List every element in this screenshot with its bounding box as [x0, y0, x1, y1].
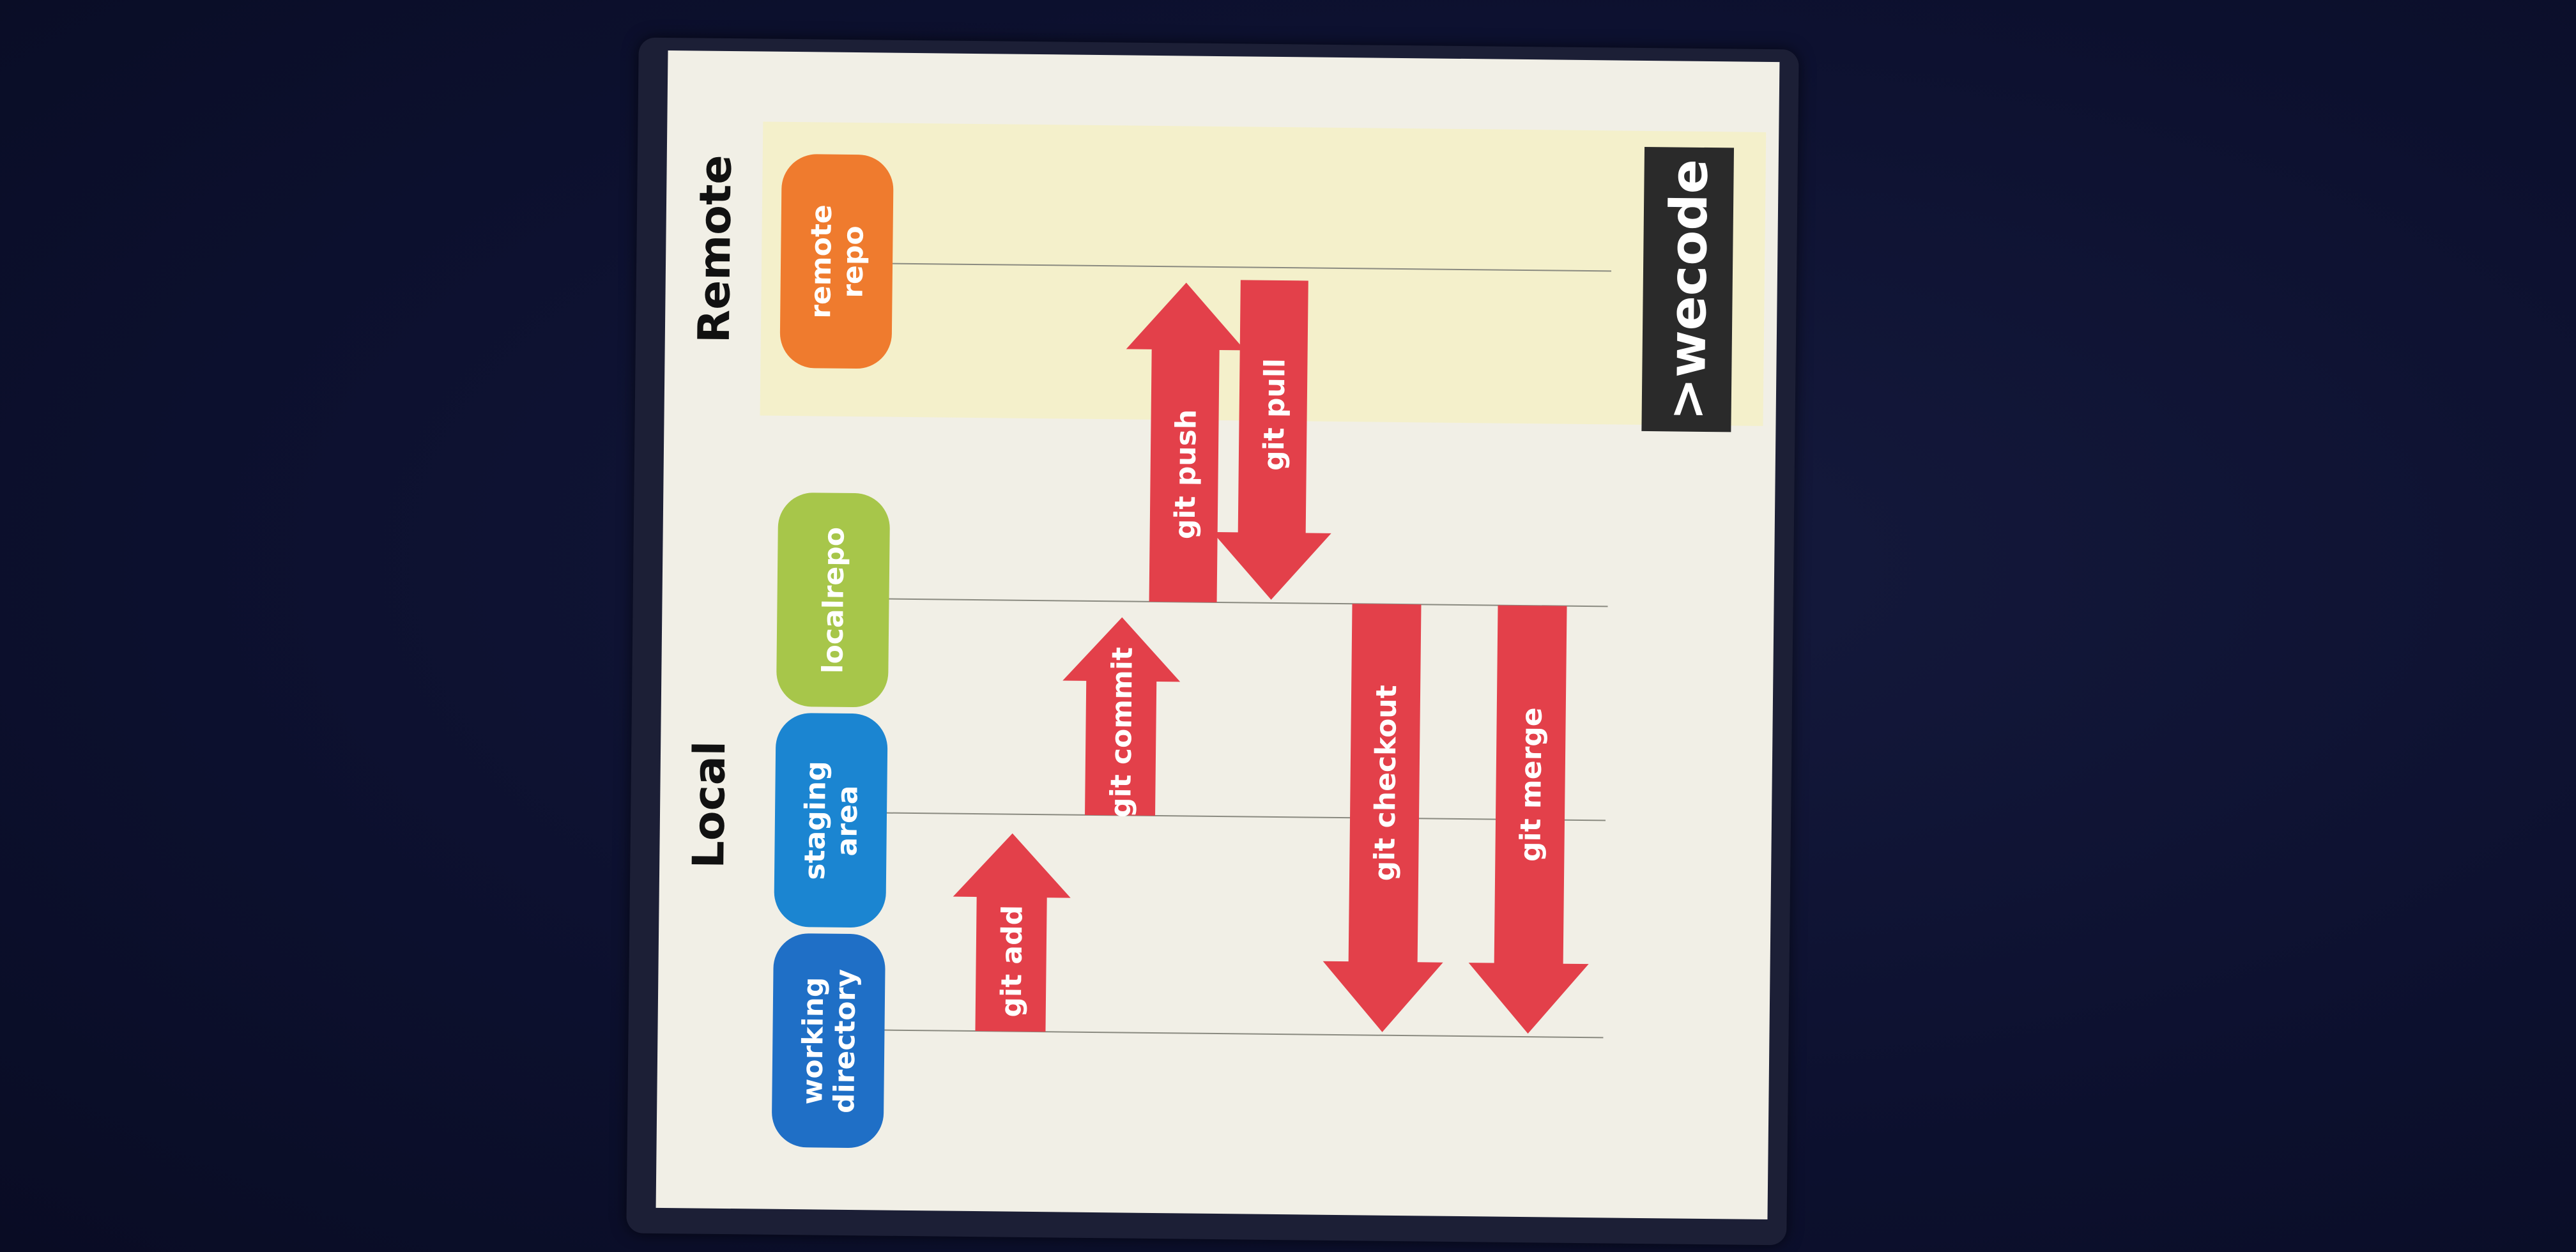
git-workflow-card: Remote Local remote repo localrepo stagi… — [656, 50, 1780, 1220]
git-merge-arrow — [1468, 605, 1589, 1034]
git-pull-label: git pull — [1258, 358, 1292, 471]
git-workflow-diagram: Remote Local remote repo localrepo stagi… — [684, 121, 1767, 1148]
git-checkout-label: git checkout — [1368, 685, 1403, 881]
git-add-arrow — [953, 833, 1071, 1032]
working-directory-label-line1: working — [796, 977, 830, 1104]
wecode-logo-badge — [1641, 146, 1735, 432]
section-label-remote: Remote — [689, 155, 742, 343]
git-push-arrow — [1126, 282, 1245, 602]
git-push-label: git push — [1169, 409, 1203, 540]
localrepo-line — [885, 598, 1608, 607]
localrepo-box — [776, 492, 890, 708]
git-checkout-arrow — [1322, 604, 1443, 1032]
remote-repo-label-line1: remote — [804, 204, 838, 319]
remote-repo-label-line2: repo — [836, 225, 870, 298]
working-directory-box — [772, 933, 885, 1148]
staging-area-label-line2: area — [831, 785, 864, 856]
git-merge-label: git merge — [1514, 707, 1549, 862]
localrepo-label: localrepo — [816, 527, 850, 674]
section-label-local: Local — [684, 740, 735, 868]
wecode-logo-text: >wecode — [1657, 159, 1719, 421]
git-commit-arrow — [1062, 617, 1181, 816]
remote-repo-box — [779, 154, 894, 369]
staging-area-line — [884, 812, 1606, 821]
working-directory-label-line2: directory — [828, 969, 862, 1113]
git-commit-label: git commit — [1105, 647, 1139, 818]
remote-repo-line — [889, 263, 1612, 272]
staging-area-label-line1: staging — [799, 761, 832, 880]
git-add-label: git add — [995, 905, 1029, 1018]
staging-area-box — [774, 713, 888, 928]
git-pull-arrow — [1212, 280, 1331, 600]
remote-zone — [760, 121, 1767, 426]
